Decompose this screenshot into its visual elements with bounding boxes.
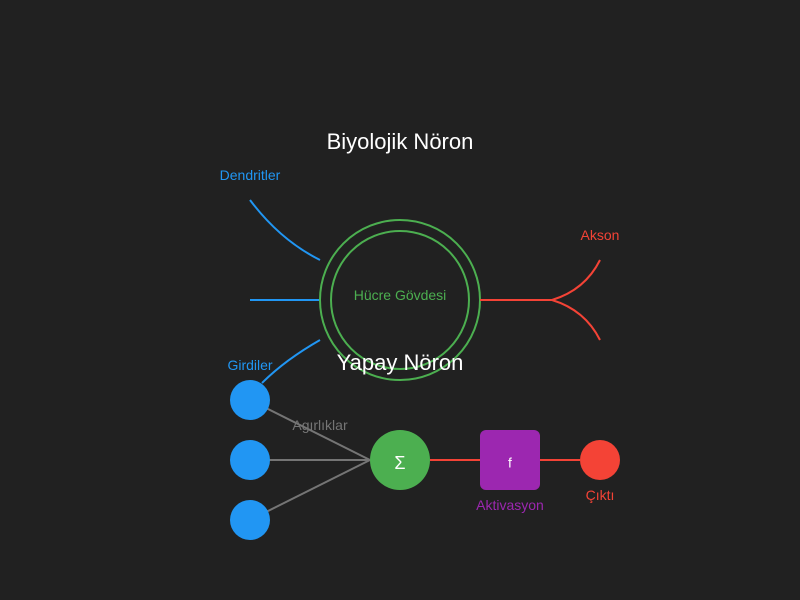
input-node-1: [230, 380, 270, 420]
summation-symbol: Σ: [394, 453, 405, 473]
activation-label: Aktivasyon: [476, 497, 544, 513]
weights-label: Agırlıklar: [292, 417, 348, 433]
output-label: Çıktı: [586, 487, 615, 503]
input-node-2: [230, 440, 270, 480]
activation-function-box: [480, 430, 540, 490]
summation-node: [370, 430, 430, 490]
weight-line-1: [249, 399, 371, 461]
input-node-3: [230, 500, 270, 540]
axon-branch-lower: [551, 299, 601, 341]
dendrites-label: Dendritler: [220, 167, 281, 183]
weight-line-3: [249, 459, 371, 521]
biological-neuron-title: Biyolojik Nöron: [327, 129, 474, 154]
dendrite-lower: [261, 339, 321, 384]
inputs-label: Girdiler: [227, 357, 272, 373]
output-node: [580, 440, 620, 480]
cell-body-label: Hücre Gövdesi: [354, 287, 447, 303]
axon-label: Akson: [581, 227, 620, 243]
dendrite-upper: [249, 199, 321, 261]
biological-neuron: Biyolojik Nöron Dendritler Hücre Gövdesi…: [220, 129, 620, 384]
artificial-neuron-title: Yapay Nöron: [337, 350, 464, 375]
cell-body-inner-ring: [330, 230, 470, 370]
artificial-neuron: Yapay Nöron Agırlıklar Girdiler Σ f Akti…: [227, 350, 620, 540]
activation-symbol: f: [508, 455, 512, 471]
axon-branch-upper: [551, 259, 601, 301]
